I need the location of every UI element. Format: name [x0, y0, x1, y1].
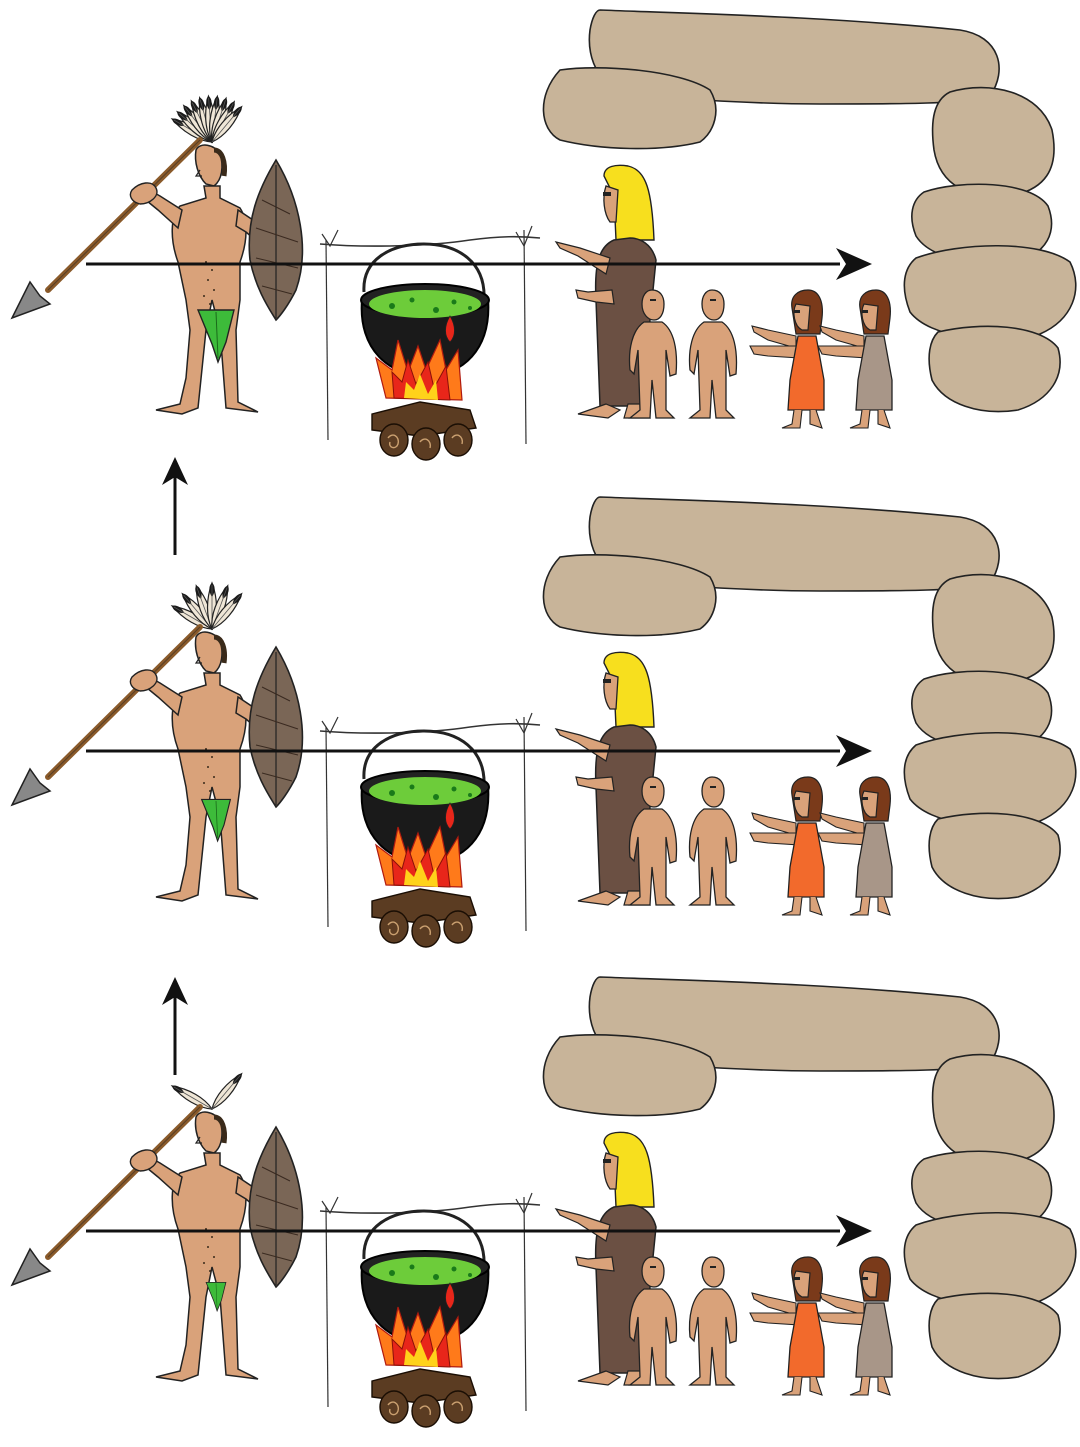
child-figure — [818, 290, 892, 428]
child-figure — [690, 1257, 737, 1385]
panel-1 — [0, 0, 1080, 480]
child-figure — [690, 290, 737, 418]
child-figure — [750, 777, 824, 915]
feather-headdress — [170, 96, 245, 146]
feather-headdress — [170, 583, 245, 633]
child-figure — [750, 1257, 824, 1395]
child-figure — [818, 777, 892, 915]
shield-icon — [249, 1127, 302, 1287]
scene-panel-1 — [0, 0, 1080, 480]
child-figure — [818, 1257, 892, 1395]
panel-2 — [0, 487, 1080, 967]
shield-icon — [249, 647, 302, 807]
child-figure — [690, 777, 737, 905]
panel-3 — [0, 967, 1080, 1447]
scene-panel-3 — [0, 967, 1080, 1447]
child-figure — [750, 290, 824, 428]
feather-headdress — [170, 1071, 245, 1113]
shield-icon — [249, 160, 302, 320]
scene-panel-2 — [0, 487, 1080, 967]
